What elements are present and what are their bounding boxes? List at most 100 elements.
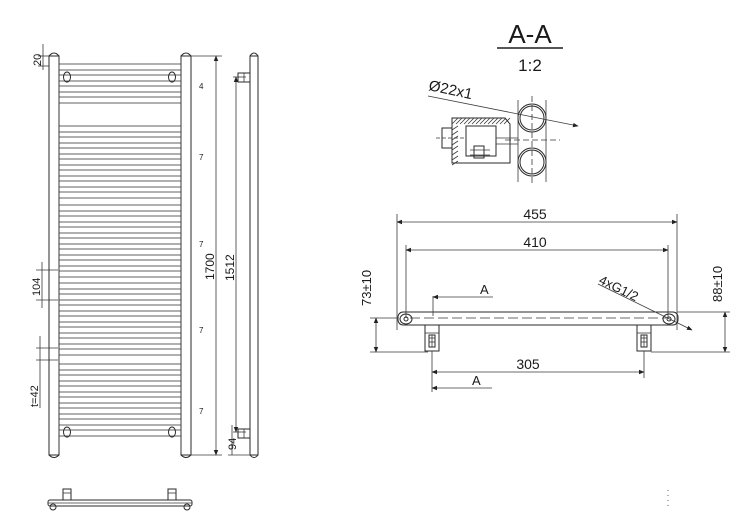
tube	[58, 429, 182, 437]
bracket-bottom-left	[63, 426, 71, 438]
hatch-line	[503, 117, 511, 125]
group-count-3: 7	[199, 240, 204, 249]
hatch-line	[467, 117, 475, 125]
hatch-line	[479, 117, 487, 125]
pipe-diameter-label: Ø22x1	[427, 77, 474, 103]
hatch-line	[451, 145, 459, 151]
dim-width-overall: 455	[523, 206, 547, 222]
hatch-line	[451, 155, 459, 161]
tube	[58, 96, 182, 104]
group-count-4: 7	[199, 326, 204, 335]
tube	[58, 326, 182, 334]
hatch-line	[451, 130, 459, 136]
dim-top-offset: 20	[32, 54, 44, 66]
hatch-line	[491, 117, 499, 125]
dim-spacing-104: 104	[31, 278, 43, 296]
horizontal-tubes	[58, 63, 182, 437]
hatch-line	[475, 117, 483, 125]
top-view-cap-right	[662, 313, 676, 325]
bottom-view-valve-left	[62, 488, 72, 501]
tube	[58, 337, 182, 345]
tube	[58, 237, 182, 245]
hatch-line	[483, 117, 491, 125]
hatch-line	[451, 150, 459, 156]
section-title: A-A	[508, 19, 552, 49]
hatch-line	[463, 117, 471, 125]
tube	[58, 180, 182, 188]
hatch-line	[471, 117, 479, 125]
tube	[58, 136, 182, 144]
connection-label: 4xG1/2	[597, 272, 641, 304]
pipe-diameter-leader	[427, 95, 579, 128]
tube	[58, 147, 182, 155]
left-upright	[48, 55, 60, 456]
dim-bottom-offset: 94	[227, 438, 239, 450]
bottom-view-cap-right	[183, 503, 191, 511]
bottom-view-valve-right	[167, 488, 177, 501]
valve-right	[636, 324, 652, 352]
group-count-2: 7	[199, 153, 204, 162]
tube	[58, 259, 182, 267]
bracket-clamp	[465, 125, 497, 157]
tube	[58, 407, 182, 415]
dim-width-connection: 305	[516, 356, 540, 372]
dim-total-height: 1700	[203, 253, 217, 280]
hatch-line	[451, 125, 459, 131]
hatch-line	[459, 117, 467, 125]
dim-depth-right: 88±10	[710, 266, 725, 302]
tube	[58, 63, 182, 71]
top-view: 455 410 A	[359, 206, 730, 510]
tube	[58, 248, 182, 256]
section-view: A-A 1:2 Ø22x1	[427, 19, 579, 186]
front-view: 4 7 7 7 7 20 104 t=42 1700 1512	[29, 44, 259, 458]
hatch-line	[451, 117, 459, 125]
bracket-bottom-right	[168, 426, 176, 438]
tube	[58, 215, 182, 223]
hatch-line	[455, 117, 463, 125]
tube	[58, 85, 182, 93]
right-upright	[180, 55, 192, 456]
dim-depth-left: 73±10	[359, 270, 374, 306]
tube	[58, 169, 182, 177]
tube	[58, 396, 182, 404]
bottom-view	[47, 488, 193, 511]
tube	[58, 226, 182, 234]
tube	[58, 418, 182, 426]
tube	[58, 374, 182, 382]
hatch-line	[451, 160, 459, 166]
bracket-top-right	[168, 71, 176, 83]
connection-leader	[597, 283, 693, 331]
tube	[58, 385, 182, 393]
tube	[58, 158, 182, 166]
group-count-5: 7	[199, 407, 204, 416]
tube	[58, 315, 182, 323]
tube	[58, 74, 182, 82]
hatch-line	[495, 117, 503, 125]
top-view-cap-left	[399, 313, 413, 325]
dim-axis-height: 1512	[223, 254, 237, 281]
end-caps	[48, 52, 192, 458]
dim-tube-spacing: t=42	[29, 385, 41, 407]
side-profile-upright	[249, 55, 259, 456]
bracket-hatch	[451, 117, 511, 166]
tube	[58, 191, 182, 199]
tube	[58, 125, 182, 133]
bottom-view-cap-left	[49, 503, 57, 511]
hatch-line	[451, 140, 459, 146]
tube	[58, 293, 182, 301]
section-mark-bottom: A	[472, 373, 481, 388]
tube	[58, 304, 182, 312]
bracket-top-left	[63, 71, 71, 83]
tube	[58, 363, 182, 371]
hatch-line	[487, 117, 495, 125]
tube	[58, 282, 182, 290]
dim-width-inner: 410	[523, 234, 547, 250]
hatch-line	[499, 117, 507, 125]
tube	[58, 270, 182, 278]
tube	[58, 348, 182, 356]
top-view-bar	[397, 311, 679, 326]
section-scale: 1:2	[518, 56, 542, 75]
valve-left	[424, 324, 440, 352]
group-count-1: 4	[199, 82, 204, 91]
